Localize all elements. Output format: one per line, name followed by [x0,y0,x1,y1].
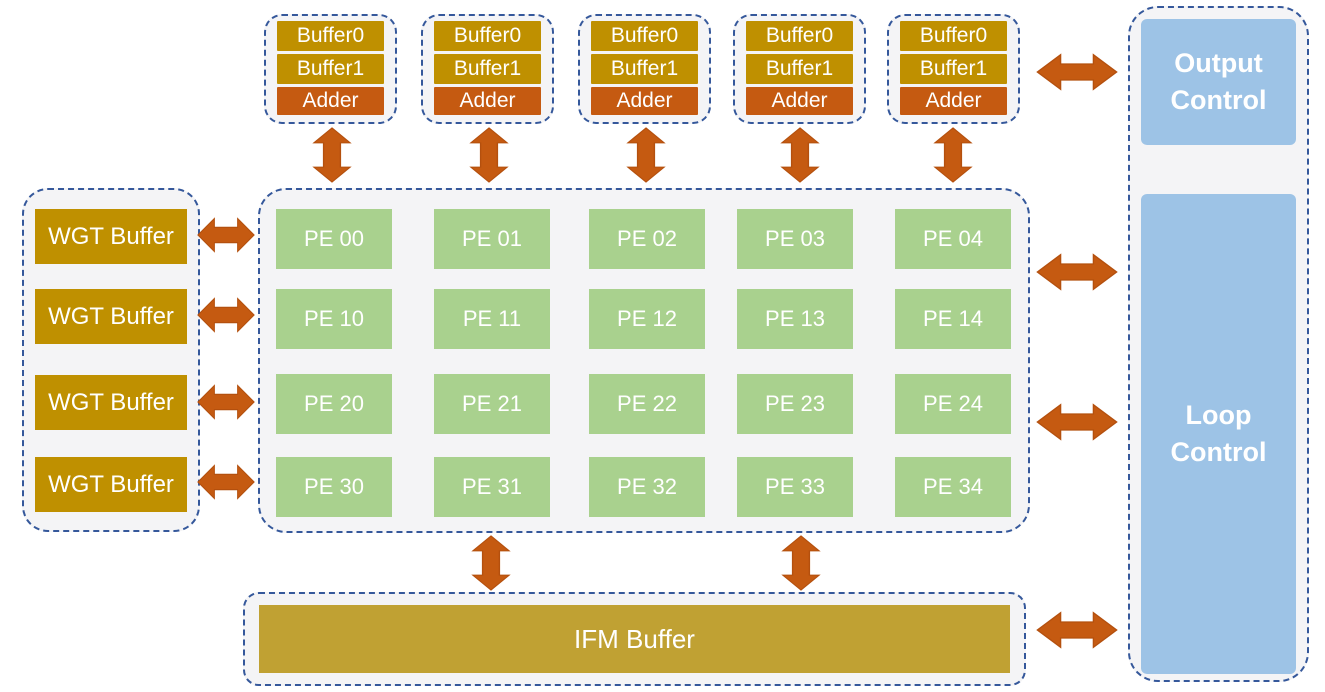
double-arrow-icon [312,127,352,183]
pe-cell: PE 12 [589,289,705,349]
adder-box: Adder [434,87,541,115]
pe-array-panel: PE 00 PE 01 PE 02 PE 03 PE 04 PE 10 PE 1… [258,188,1030,533]
buffer0-box: Buffer0 [434,21,541,51]
pe-cell: PE 34 [895,457,1011,517]
pe-cell: PE 30 [276,457,392,517]
pe-cell: PE 03 [737,209,853,269]
buffer1-box: Buffer1 [746,54,853,84]
pe-cell: PE 24 [895,374,1011,434]
pe-cell: PE 04 [895,209,1011,269]
double-arrow-icon [781,535,821,591]
pe-cell: PE 01 [434,209,550,269]
double-arrow-icon [1036,253,1118,291]
double-arrow-icon [469,127,509,183]
adder-box: Adder [591,87,698,115]
buffer0-box: Buffer0 [746,21,853,51]
pe-cell: PE 21 [434,374,550,434]
wgt-buffer-box: WGT Buffer [35,209,187,264]
control-panel: Output Control Loop Control [1128,6,1309,682]
double-arrow-icon [1036,53,1118,91]
buffer1-box: Buffer1 [591,54,698,84]
double-arrow-icon [471,535,511,591]
pe-cell: PE 33 [737,457,853,517]
adder-box: Adder [746,87,853,115]
pe-cell: PE 32 [589,457,705,517]
double-arrow-icon [780,127,820,183]
pe-cell: PE 02 [589,209,705,269]
double-arrow-icon [933,127,973,183]
adder-box: Adder [277,87,384,115]
buffer0-box: Buffer0 [277,21,384,51]
buffer0-box: Buffer0 [900,21,1007,51]
adder-box: Adder [900,87,1007,115]
buffer-adder-group: Buffer0 Buffer1 Adder [733,14,866,124]
pe-cell: PE 00 [276,209,392,269]
loop-control-box: Loop Control [1141,194,1296,674]
buffer1-box: Buffer1 [434,54,541,84]
double-arrow-icon [197,217,255,253]
wgt-buffer-box: WGT Buffer [35,457,187,512]
buffer0-box: Buffer0 [591,21,698,51]
pe-cell: PE 10 [276,289,392,349]
buffer-adder-group: Buffer0 Buffer1 Adder [421,14,554,124]
double-arrow-icon [197,464,255,500]
output-control-box: Output Control [1141,19,1296,145]
double-arrow-icon [197,297,255,333]
buffer-adder-group: Buffer0 Buffer1 Adder [264,14,397,124]
pe-cell: PE 20 [276,374,392,434]
ifm-buffer-box: IFM Buffer [259,605,1010,673]
pe-cell: PE 14 [895,289,1011,349]
pe-cell: PE 23 [737,374,853,434]
buffer1-box: Buffer1 [277,54,384,84]
buffer-adder-group: Buffer0 Buffer1 Adder [578,14,711,124]
buffer-adder-group: Buffer0 Buffer1 Adder [887,14,1020,124]
buffer1-box: Buffer1 [900,54,1007,84]
pe-cell: PE 13 [737,289,853,349]
double-arrow-icon [1036,611,1118,649]
double-arrow-icon [197,384,255,420]
wgt-buffer-box: WGT Buffer [35,289,187,344]
pe-cell: PE 31 [434,457,550,517]
wgt-buffer-panel: WGT Buffer WGT Buffer WGT Buffer WGT Buf… [22,188,200,532]
double-arrow-icon [626,127,666,183]
ifm-buffer-panel: IFM Buffer [243,592,1026,686]
double-arrow-icon [1036,403,1118,441]
wgt-buffer-box: WGT Buffer [35,375,187,430]
pe-cell: PE 22 [589,374,705,434]
pe-cell: PE 11 [434,289,550,349]
